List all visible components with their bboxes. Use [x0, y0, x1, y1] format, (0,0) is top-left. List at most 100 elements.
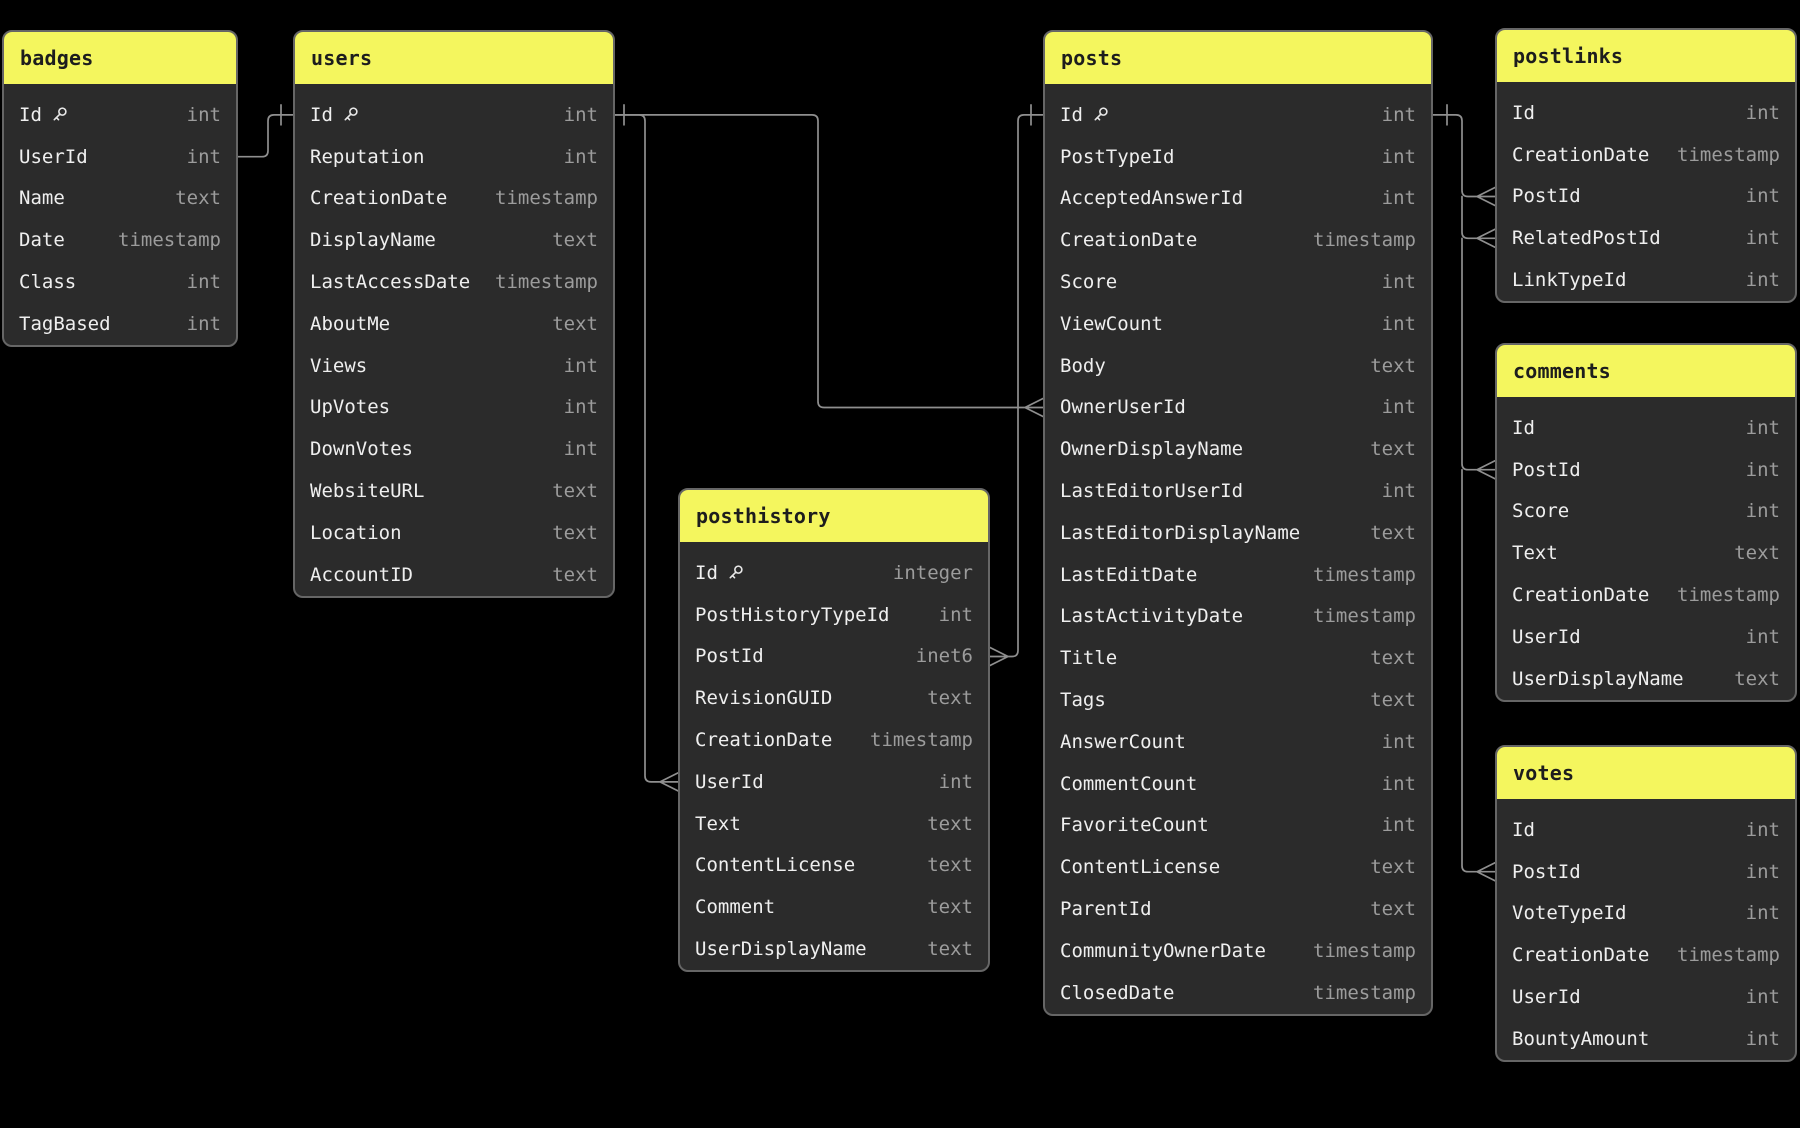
relationship-posts_id-postlinks_relatedpostid[interactable] — [1461, 195, 1496, 249]
field-type: int — [1381, 187, 1416, 210]
field-name: CreationDate — [1512, 143, 1650, 166]
field-name: VoteTypeId — [1512, 902, 1627, 925]
table-header-postlinks[interactable]: postlinks — [1497, 30, 1795, 82]
field-name: Id — [1512, 101, 1535, 124]
table-header-badges[interactable]: badges — [4, 32, 236, 84]
relationship-badges_userid-users_id[interactable] — [237, 104, 294, 158]
relationship-posts_id-postlinks_postid[interactable] — [1432, 104, 1496, 207]
relationship-posts_id-posthistory_postid[interactable] — [989, 104, 1044, 667]
field-name: FavoriteCount — [1060, 814, 1209, 837]
field-type: text — [1734, 542, 1780, 565]
relationship-posts_id-comments_postid[interactable] — [1461, 237, 1496, 480]
field-type: text — [552, 563, 598, 586]
table-header-comments[interactable]: comments — [1497, 345, 1795, 397]
table-header-users[interactable]: users — [295, 32, 613, 84]
table-header-posts[interactable]: posts — [1045, 32, 1431, 84]
field-name: CreationDate — [695, 729, 833, 752]
table-header-votes[interactable]: votes — [1497, 747, 1795, 799]
table-header-posthistory[interactable]: posthistory — [680, 490, 988, 542]
relationship-users_id-posts_owneruserid[interactable] — [614, 104, 1044, 418]
relationship-posts_id-votes_postid[interactable] — [1461, 468, 1496, 882]
relationship-users_id-posthistory_userid[interactable] — [614, 114, 679, 792]
field-type: text — [927, 812, 973, 835]
